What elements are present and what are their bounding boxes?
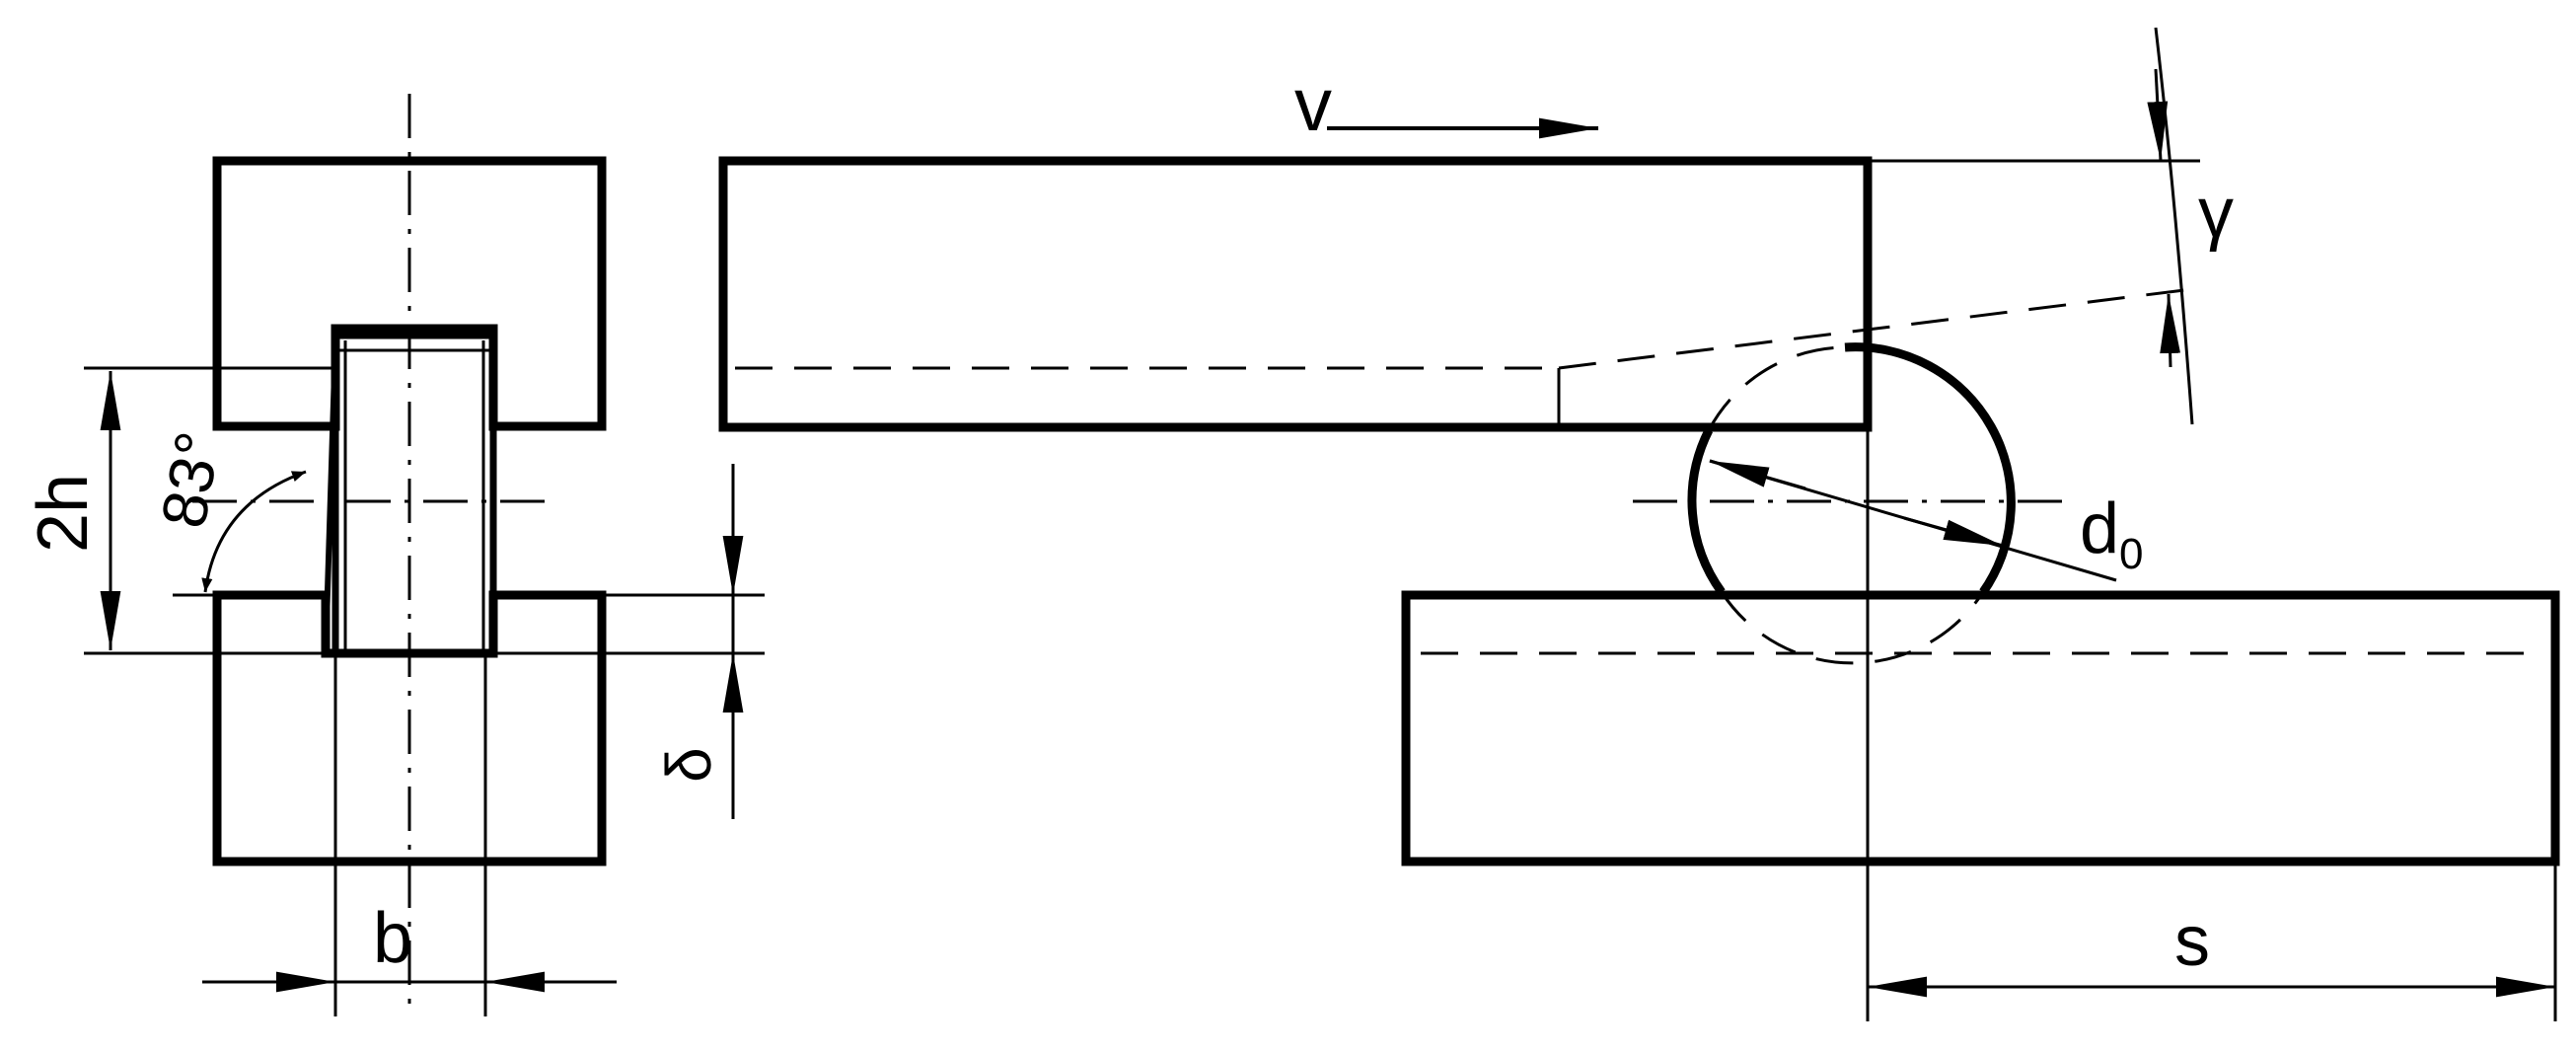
- velocity-label: v: [1294, 63, 1332, 147]
- gamma-label: γ: [2198, 174, 2234, 253]
- angle-arc: [201, 470, 307, 593]
- cross-section-view: 2h 83° b: [24, 94, 617, 1016]
- height-label: 2h: [24, 474, 103, 553]
- diameter-label: d0: [2080, 489, 2144, 578]
- gamma-arrow-top: [2147, 68, 2169, 162]
- side-view: d0 v γ s: [718, 27, 2560, 1021]
- gamma-arrow-bottom: [2160, 293, 2181, 368]
- diameter-arrow-left: [1709, 459, 1806, 490]
- width-label: b: [373, 899, 412, 978]
- contact-circle-dashed-top: [1707, 345, 1846, 431]
- stroke-label: s: [2174, 902, 2210, 981]
- contact-circle-solid-left: [1687, 427, 1726, 595]
- upper-block-section: [212, 156, 607, 431]
- upper-bar-axis-tilted: [1558, 286, 2201, 370]
- contact-circle-solid-right: [1844, 342, 2016, 595]
- upper-bar: [718, 156, 1873, 432]
- gap-label: δ: [653, 747, 724, 783]
- gamma-arc: [2154, 27, 2194, 425]
- lower-bar: [1401, 590, 2560, 866]
- specimen-left-taper: [323, 339, 338, 654]
- diameter-arrow-right: [1903, 516, 2004, 548]
- angle-label: 83°: [147, 426, 234, 533]
- gap-dimension: δ: [493, 464, 765, 819]
- contact-circle-dashed: [1720, 591, 1985, 665]
- specimen-section: [331, 332, 497, 657]
